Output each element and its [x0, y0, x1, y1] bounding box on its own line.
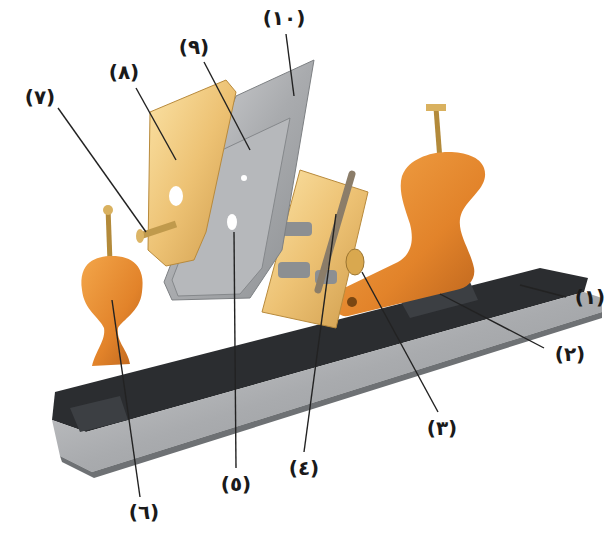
leader-lines: [58, 34, 566, 497]
leader-line: [204, 62, 250, 150]
callout-number: (٢): [553, 343, 588, 365]
knob-screw: [108, 208, 110, 262]
front-knob: [81, 256, 142, 366]
leader-line: [112, 300, 140, 497]
callout-number: (٧): [23, 86, 58, 108]
leader-line: [234, 232, 236, 468]
leader-line: [362, 272, 438, 412]
iron-hole: [227, 214, 237, 230]
depth-adjust-knob: [346, 249, 364, 275]
callout-number: (١٠): [261, 7, 308, 29]
leader-line: [520, 285, 566, 297]
leader-line: [440, 294, 544, 348]
frog-part: [278, 262, 310, 278]
callout-number: (٦): [127, 501, 162, 523]
callout-number: (٨): [107, 61, 142, 83]
leader-line: [286, 34, 294, 96]
iron-hole: [241, 175, 247, 181]
handle-screw-head: [426, 104, 446, 111]
cap-screw-head: [136, 229, 144, 243]
callout-number: (٩): [177, 36, 212, 58]
leader-line: [136, 88, 176, 160]
callout-number: (٣): [425, 417, 460, 439]
callout-number: (٤): [287, 457, 322, 479]
handle-bolt: [347, 297, 357, 307]
callout-number: (١): [573, 286, 608, 308]
lever-cap-hole: [169, 186, 183, 206]
leader-line: [58, 108, 146, 232]
knob-screw-head: [103, 205, 113, 215]
plane-sole: [60, 312, 602, 478]
callout-number: (٥): [219, 473, 254, 495]
body-recess: [70, 396, 128, 432]
leader-line: [304, 214, 336, 452]
lateral-lever: [318, 174, 352, 290]
handle-screw: [436, 108, 440, 160]
lever-cap: [148, 80, 236, 266]
